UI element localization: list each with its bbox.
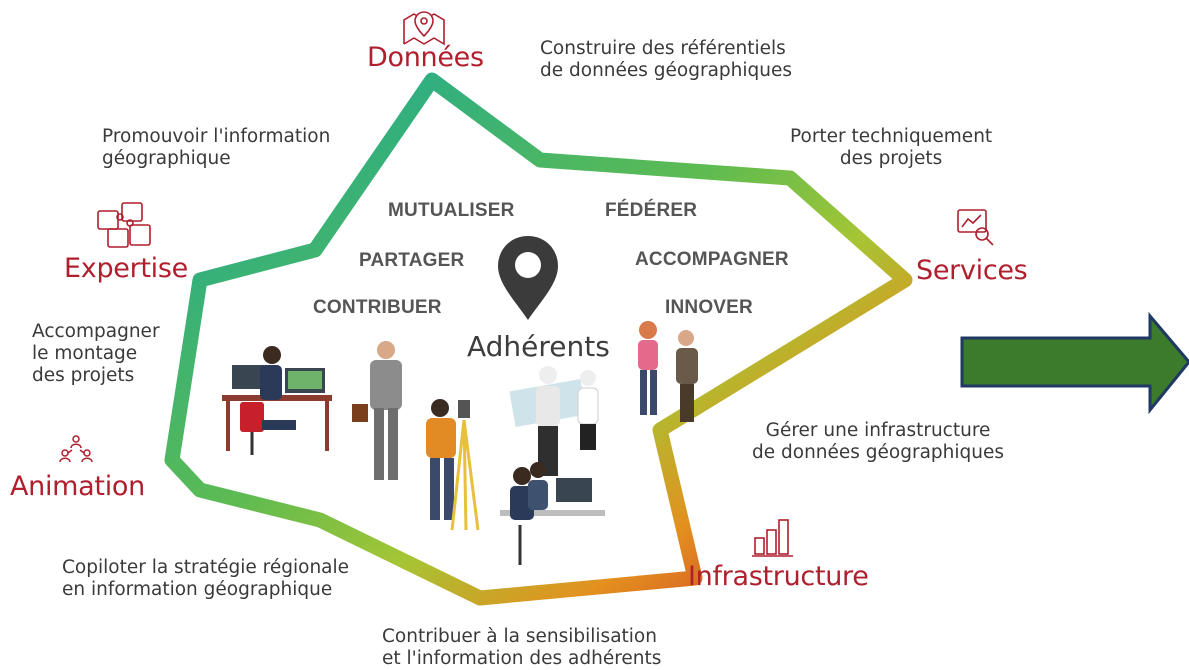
territory-outline [164,72,913,606]
people-network-icon [59,435,93,463]
verb-accompagner: ACCOMPAGNER [635,249,789,270]
verb-innover: INNOVER [665,297,753,318]
verb-contribuer: CONTRIBUER [313,297,442,318]
map-pin-icon [403,11,445,46]
desc-animation: Copiloter la stratégie régionale en info… [62,557,350,600]
pillar-infrastructure: Infrastructure [688,561,869,592]
puzzle-icon [97,202,151,248]
bar-chart-icon [752,519,793,557]
engineers-map-illustration [509,366,599,476]
verb-partager: PARTAGER [359,250,465,271]
pillar-animation: Animation [10,471,145,502]
center-title: Adhérents [467,330,610,363]
desc-donnees: Construire des référentiels de données g… [540,38,793,81]
chart-search-icon [957,209,994,246]
discussion-pair-illustration [638,321,698,422]
verb-federer: FÉDÉRER [605,200,698,221]
surveyor-illustration [426,399,480,531]
location-pin-icon [498,236,558,320]
office-workers-illustration [500,462,605,565]
desc-infrastructure: Gérer une infrastructure de données géog… [752,420,1005,463]
pillar-services: Services [916,255,1028,286]
pillar-expertise: Expertise [64,253,188,284]
desc-expertise: Accompagner le montage des projets [32,321,160,386]
desc-services: Porter techniquement des projets [790,126,993,169]
desc-sensibilisation: Contribuer à la sensibilisation et l'inf… [382,626,662,669]
pillar-donnees: Données [367,42,484,73]
suit-man-illustration [352,341,402,480]
verb-mutualiser: MUTUALISER [388,200,515,221]
arrow-right-icon [960,311,1189,415]
desk-worker-illustration [222,346,332,455]
desc-promouvoir: Promouvoir l'information géographique [102,126,331,169]
